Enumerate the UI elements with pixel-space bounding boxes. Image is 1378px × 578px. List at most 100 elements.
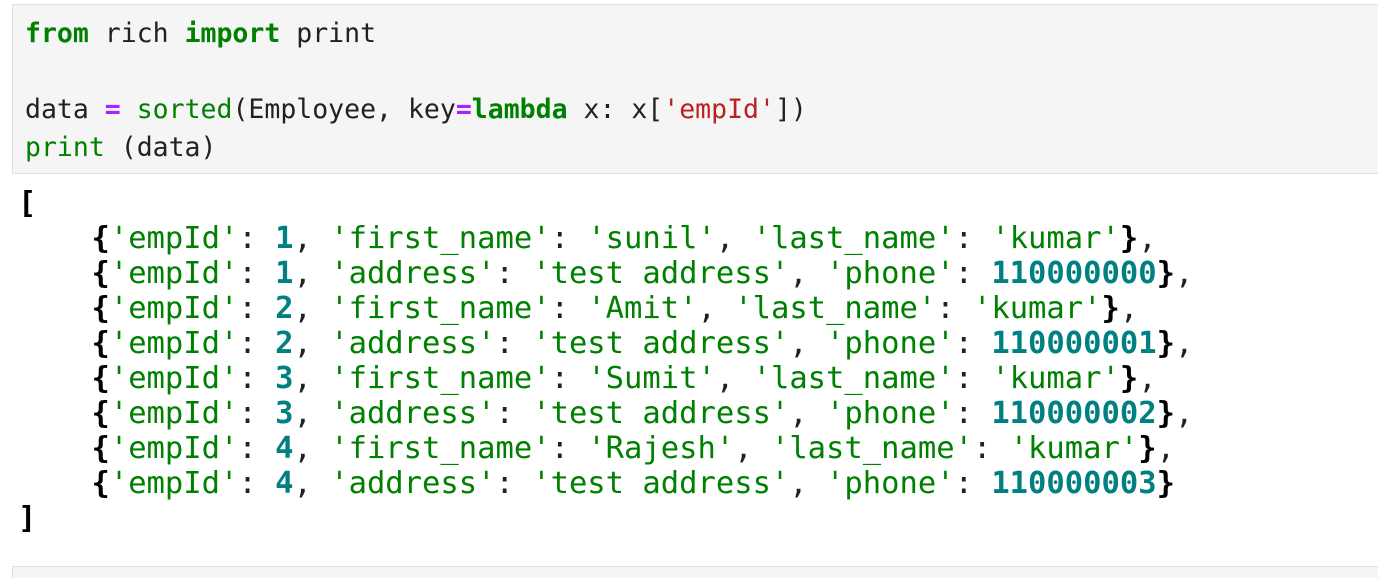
value-field-1: 'Rajesh' xyxy=(587,431,735,466)
colon: : xyxy=(495,256,533,291)
brace-close: } xyxy=(1156,466,1175,501)
code-token: from xyxy=(25,18,89,49)
code-input-cell[interactable]: from rich import print data = sorted(Empl… xyxy=(12,4,1378,174)
value-empid: 4 xyxy=(275,431,294,466)
code-editor[interactable]: from rich import print data = sorted(Empl… xyxy=(25,15,807,167)
colon: : xyxy=(550,221,588,256)
brace-close: } xyxy=(1119,221,1139,256)
trailing-comma: , xyxy=(1119,291,1139,326)
colon: : xyxy=(238,256,276,291)
code-line: data = sorted(Employee, key=lambda x: x[… xyxy=(25,91,807,129)
code-token: (data) xyxy=(104,132,217,163)
comma: , xyxy=(715,221,753,256)
trailing-comma: , xyxy=(1174,256,1194,291)
colon: : xyxy=(550,291,588,326)
comma: , xyxy=(697,291,735,326)
indent xyxy=(18,466,91,501)
brace-open: { xyxy=(91,256,110,291)
value-field-1: 'sunil' xyxy=(587,221,716,256)
key-empid: 'empId' xyxy=(109,466,239,501)
value-empid: 1 xyxy=(275,221,294,256)
colon: : xyxy=(238,466,276,501)
key-field-2: 'last_name' xyxy=(734,291,937,326)
colon: : xyxy=(550,361,588,396)
colon: : xyxy=(238,291,276,326)
output-record: {'empId': 4, 'first_name': 'Rajesh', 'la… xyxy=(18,431,1193,466)
colon: : xyxy=(954,361,992,396)
colon: : xyxy=(954,256,992,291)
indent xyxy=(18,221,91,256)
key-field-2: 'phone' xyxy=(826,256,955,291)
brace-open: { xyxy=(91,431,110,466)
indent xyxy=(18,396,91,431)
value-field-1: 'test address' xyxy=(532,256,790,291)
value-empid: 4 xyxy=(275,466,294,501)
value-empid: 2 xyxy=(275,326,294,361)
colon: : xyxy=(954,326,992,361)
comma: , xyxy=(789,466,827,501)
key-field-1: 'address' xyxy=(330,256,496,291)
key-field-2: 'phone' xyxy=(826,396,955,431)
trailing-comma: , xyxy=(1174,396,1194,431)
key-empid: 'empId' xyxy=(109,431,239,466)
colon: : xyxy=(550,431,588,466)
comma: , xyxy=(789,326,827,361)
code-token: rich xyxy=(88,18,185,49)
brace-close: } xyxy=(1156,396,1175,431)
comma: , xyxy=(789,256,827,291)
colon: : xyxy=(238,221,276,256)
key-empid: 'empId' xyxy=(109,396,239,431)
value-field-2: 110000000 xyxy=(991,256,1157,291)
key-empid: 'empId' xyxy=(109,361,239,396)
value-empid: 3 xyxy=(275,396,294,431)
brace-close: } xyxy=(1138,431,1157,466)
colon: : xyxy=(238,361,276,396)
colon: : xyxy=(495,396,533,431)
brace-close: } xyxy=(1101,291,1120,326)
brace-open: { xyxy=(91,326,110,361)
trailing-comma: , xyxy=(1174,326,1194,361)
next-code-cell[interactable] xyxy=(12,566,1378,578)
colon: : xyxy=(936,291,973,326)
list-close-bracket: ] xyxy=(18,501,1193,536)
key-field-1: 'first_name' xyxy=(330,361,551,396)
comma: , xyxy=(293,256,331,291)
key-field-1: 'address' xyxy=(330,396,496,431)
comma: , xyxy=(293,291,331,326)
value-field-1: 'Sumit' xyxy=(587,361,716,396)
output-record: {'empId': 2, 'address': 'test address', … xyxy=(18,326,1193,361)
output-record: {'empId': 1, 'address': 'test address', … xyxy=(18,256,1193,291)
output-record: {'empId': 1, 'first_name': 'sunil', 'las… xyxy=(18,221,1193,256)
value-field-2: 'kumar' xyxy=(991,361,1120,396)
code-token: data xyxy=(25,94,105,125)
value-field-1: 'Amit' xyxy=(587,291,698,326)
list-open-bracket-text: [ xyxy=(18,186,37,221)
code-line: from rich import print xyxy=(25,15,807,53)
value-empid: 1 xyxy=(275,256,294,291)
code-token: (Employee, key xyxy=(232,94,456,125)
output-record: {'empId': 3, 'address': 'test address', … xyxy=(18,396,1193,431)
key-field-2: 'phone' xyxy=(826,466,955,501)
brace-open: { xyxy=(91,221,110,256)
colon: : xyxy=(972,431,1010,466)
colon: : xyxy=(495,326,533,361)
brace-close: } xyxy=(1156,256,1175,291)
indent xyxy=(18,361,91,396)
code-token: = xyxy=(104,94,121,125)
comma: , xyxy=(293,361,331,396)
comma: , xyxy=(734,431,771,466)
key-field-1: 'address' xyxy=(330,326,496,361)
list-open-bracket: [ xyxy=(18,186,1193,221)
value-field-2: 'kumar' xyxy=(1009,431,1139,466)
value-field-2: 110000003 xyxy=(991,466,1157,501)
list-close-bracket-text: ] xyxy=(18,501,37,536)
key-field-2: 'last_name' xyxy=(752,221,955,256)
value-field-1: 'test address' xyxy=(532,396,790,431)
colon: : xyxy=(954,221,992,256)
code-token: ]) xyxy=(774,94,807,125)
comma: , xyxy=(715,361,753,396)
brace-open: { xyxy=(91,466,110,501)
comma: , xyxy=(789,396,827,431)
code-token: sorted xyxy=(136,94,233,125)
